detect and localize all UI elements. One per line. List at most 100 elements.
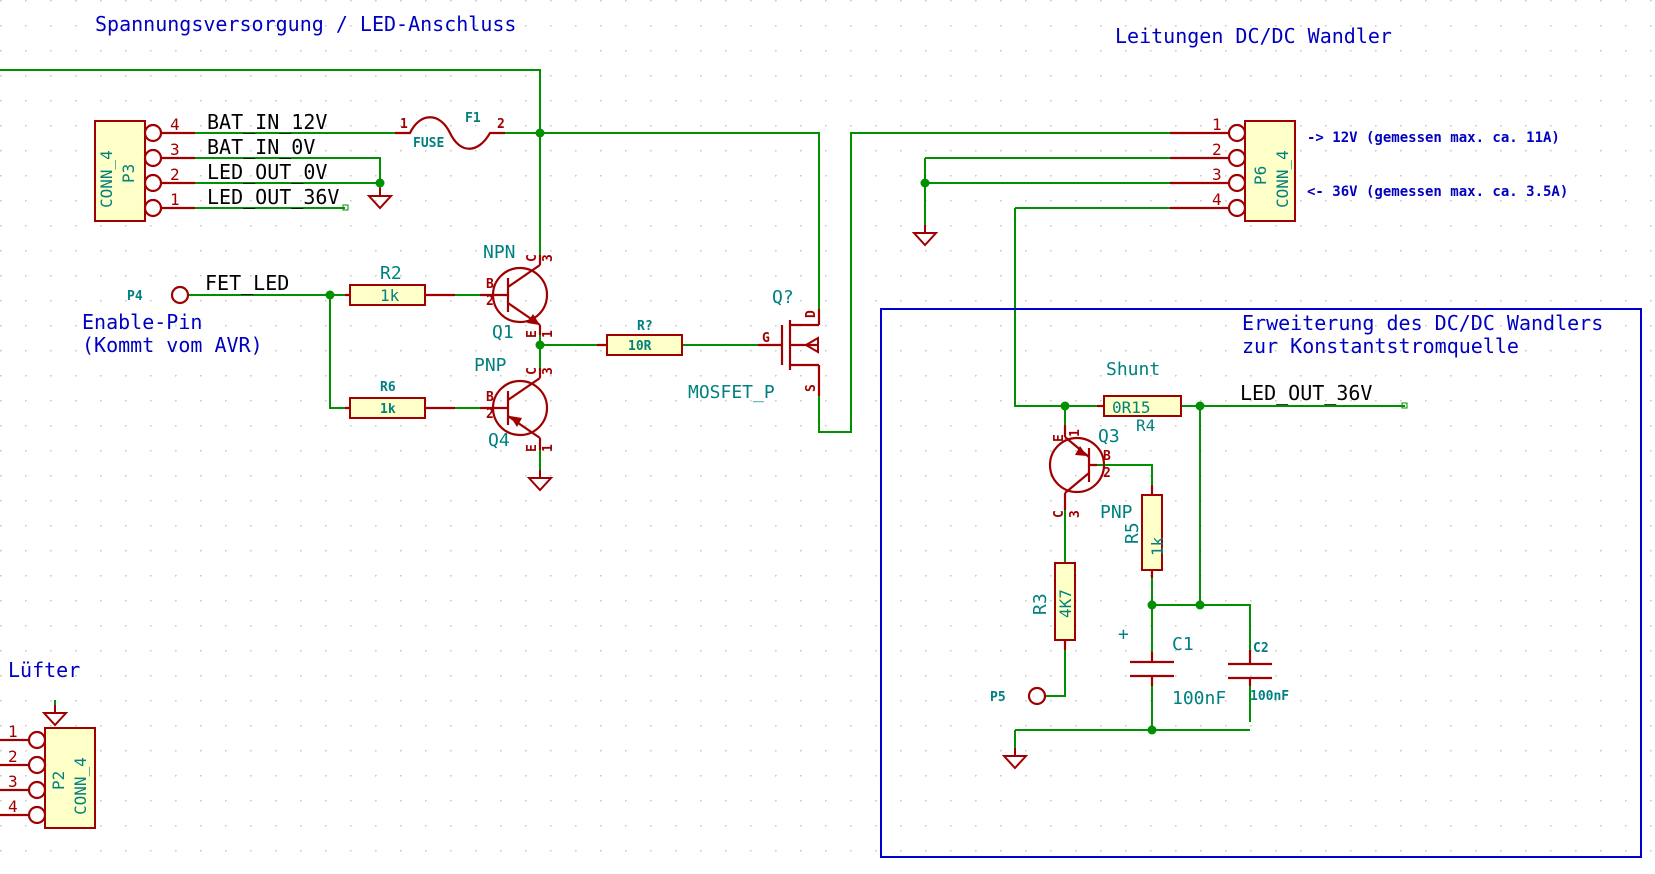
net-led-out-36v-right: LED_OUT_36V <box>1240 381 1372 405</box>
p3-value: CONN_4 <box>97 150 116 208</box>
p4-ref: P4 <box>127 289 143 304</box>
r2-ref: R2 <box>380 263 402 284</box>
q4-ref: Q4 <box>488 430 510 451</box>
pin-label: E <box>525 444 540 452</box>
pin-number: 3 <box>541 254 556 262</box>
resistor-r5[interactable]: 1k R5 <box>1122 485 1167 578</box>
junctions <box>325 128 1205 735</box>
pin-number: 4 <box>8 797 18 816</box>
q1-value: NPN <box>483 242 516 263</box>
net-flag <box>342 204 349 211</box>
pin-number: 3 <box>1212 165 1222 184</box>
pin-label: C <box>525 254 540 262</box>
pin-number: 1 <box>541 330 556 338</box>
q4-value: PNP <box>474 355 507 376</box>
pin-number: 1 <box>400 117 408 132</box>
pin-number: 2 <box>1103 466 1111 481</box>
f1-value: FUSE <box>413 136 444 151</box>
r6-ref: R6 <box>380 380 396 395</box>
pin-number: 2 <box>497 117 505 132</box>
capacitor-c1[interactable]: + C1 100nF <box>1118 624 1226 709</box>
r5-ref: R5 <box>1122 522 1143 544</box>
p5-ref: P5 <box>990 690 1006 705</box>
extension-subtitle: zur Konstantstromquelle <box>1242 334 1519 358</box>
capacitor-c2[interactable]: C2 100nF <box>1228 641 1289 704</box>
resistor-r2[interactable]: R2 1k <box>345 263 455 306</box>
pin-label: D <box>804 310 819 318</box>
connector-p2[interactable]: 1 2 3 4 P2 CONN_4 <box>0 722 96 829</box>
r4-value: 0R15 <box>1112 398 1151 417</box>
pin-number: 1 <box>541 444 556 452</box>
note-12v: -> 12V (gemessen max. ca. 11A) <box>1307 130 1560 146</box>
c1-value: 100nF <box>1172 688 1226 709</box>
p3-ref: P3 <box>119 164 138 183</box>
pin-number: 3 <box>170 140 180 159</box>
r3-value: 4K7 <box>1056 589 1075 618</box>
pin-number: 4 <box>170 115 180 134</box>
p6-value: CONN_4 <box>1273 150 1292 208</box>
pin-label: + <box>1118 624 1129 645</box>
resistor-r3[interactable]: 4K7 R3 <box>1030 562 1076 650</box>
f1-ref: F1 <box>465 111 481 126</box>
p2-ref: P2 <box>49 771 68 790</box>
q1-ref: Q1 <box>492 322 514 343</box>
c2-ref: C2 <box>1253 641 1269 656</box>
p6-ref: P6 <box>1251 166 1270 185</box>
note-36v: <- 36V (gemessen max. ca. 3.5A) <box>1307 184 1568 200</box>
net-fet-led: FET_LED <box>205 271 289 295</box>
qp-ref: Q? <box>772 287 794 308</box>
q3-ref: Q3 <box>1098 426 1120 447</box>
title-dcdc-lines: Leitungen DC/DC Wandler <box>1115 24 1392 48</box>
net-flag <box>1401 402 1408 409</box>
pin-number: 1 <box>1212 115 1222 134</box>
qp-value: MOSFET_P <box>688 382 775 403</box>
mosfet-qp[interactable]: G D S Q? MOSFET_P <box>688 287 821 403</box>
r2-value: 1k <box>380 286 400 305</box>
pin-number: 1 <box>8 722 18 741</box>
pin-label: C <box>525 367 540 375</box>
net-led-out-36v: LED_OUT_36V <box>207 185 339 209</box>
title-power-supply: Spannungsversorgung / LED-Anschluss <box>95 12 516 36</box>
transistor-q1[interactable]: B 2 C 3 E 1 NPN Q1 <box>480 242 556 343</box>
r3-ref: R3 <box>1030 593 1051 615</box>
net-led-out-0v: LED_OUT_0V <box>207 160 327 184</box>
resistor-rq[interactable]: R? 10R <box>597 319 683 356</box>
pin-number: 2 <box>486 407 494 422</box>
pin-number: 3 <box>8 772 18 791</box>
rq-ref: R? <box>637 319 653 334</box>
pin-number: 3 <box>541 367 556 375</box>
resistor-r6[interactable]: R6 1k <box>345 380 455 419</box>
pin-label: E <box>525 330 540 338</box>
pin-number: 3 <box>1068 510 1083 518</box>
extension-box <box>880 308 1642 858</box>
p2-value: CONN_4 <box>71 757 90 815</box>
c1-ref: C1 <box>1172 634 1194 655</box>
fuse-f1[interactable]: 1 2 F1 FUSE <box>395 111 505 151</box>
pin-p4[interactable]: P4 <box>127 285 190 305</box>
pin-number: 2 <box>8 747 18 766</box>
c2-value: 100nF <box>1250 689 1289 704</box>
connector-p6[interactable]: 1 2 3 4 P6 CONN_4 <box>1170 115 1296 222</box>
transistor-q4[interactable]: B 2 C 3 E 1 PNP Q4 <box>474 355 556 452</box>
r4-ref: R4 <box>1136 416 1155 435</box>
enable-pin-label: Enable-Pin <box>82 310 202 334</box>
pin-p5[interactable]: P5 <box>990 686 1047 706</box>
pin-label: E <box>1052 434 1067 442</box>
pin-number: 4 <box>1212 190 1222 209</box>
pin-number: 2 <box>486 294 494 309</box>
pin-label: G <box>762 331 770 346</box>
pin-label: B <box>1103 449 1111 464</box>
pin-number: 1 <box>1068 429 1083 437</box>
fan-label: Lüfter <box>8 658 80 682</box>
connector-p3[interactable]: 4 3 2 1 CONN_4 P3 <box>94 115 195 222</box>
r6-value: 1k <box>380 402 396 417</box>
enable-pin-note: (Kommt vom AVR) <box>82 333 263 357</box>
pin-number: 2 <box>1212 140 1222 159</box>
transistor-q3[interactable]: B 2 E 1 C 3 Q3 PNP <box>1048 425 1133 523</box>
net-bat-in-0v: BAT_IN_0V <box>207 135 315 159</box>
pin-label: B <box>486 390 494 405</box>
resistor-r4-shunt[interactable]: Shunt 0R15 R4 <box>1097 359 1182 435</box>
pin-label: C <box>1052 510 1067 518</box>
